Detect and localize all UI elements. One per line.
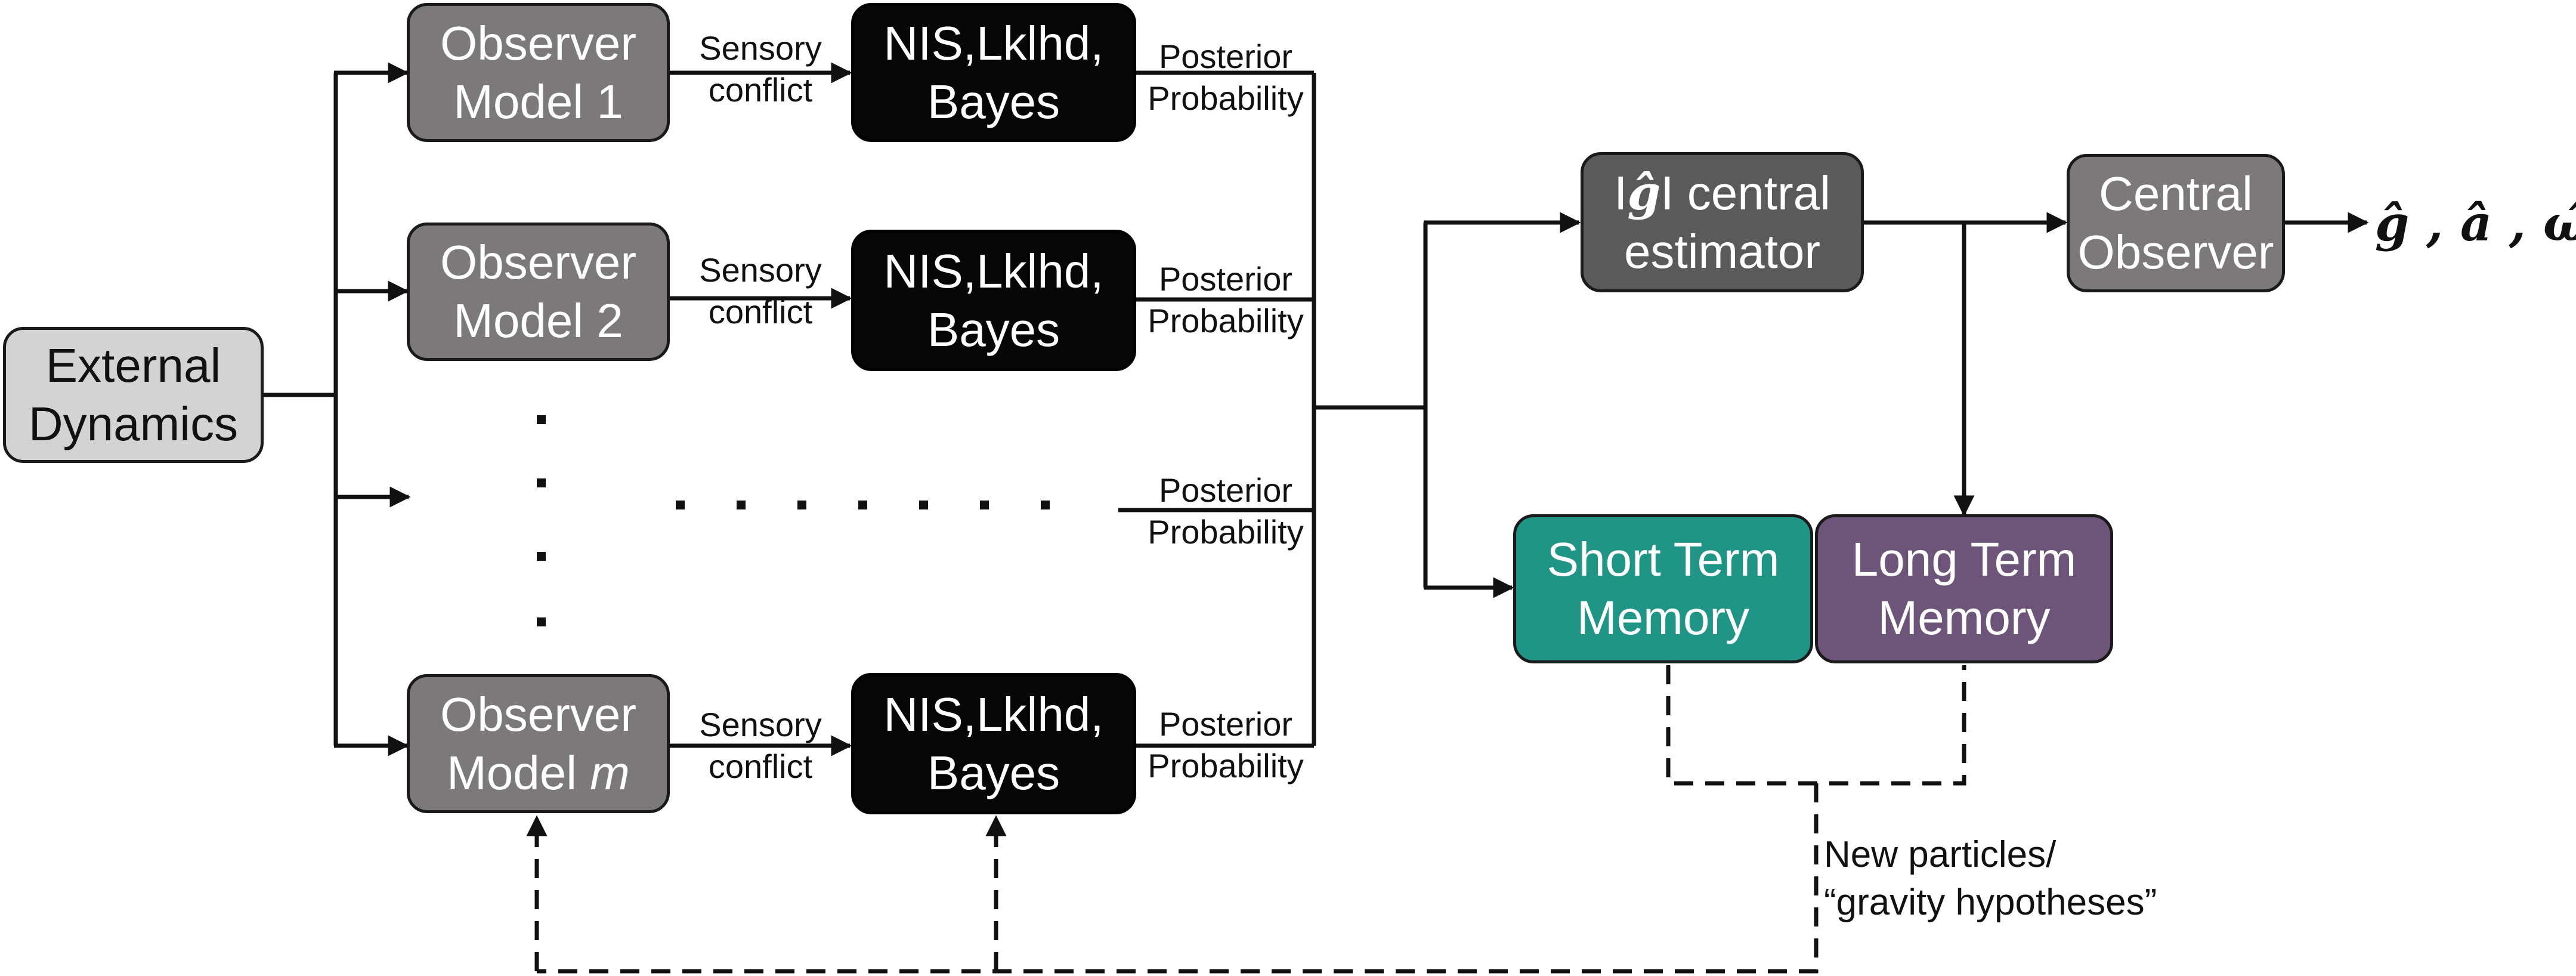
- new-particles-label: New particles/ “gravity hypotheses”: [1824, 831, 2157, 926]
- bayes-block-2: NIS,Lklhd, Bayes: [851, 230, 1136, 371]
- posterior-1-line2: Probability: [1148, 79, 1304, 117]
- observer-model-2-prefix: Model: [453, 294, 597, 347]
- external-dynamics-line1: External: [45, 339, 221, 392]
- observer-model-2-box: Observer Model 2: [407, 223, 670, 361]
- observer-model-m-prefix: Model: [447, 746, 590, 799]
- central-observer-box: Central Observer: [2067, 154, 2285, 292]
- bayes-block-1: NIS,Lklhd, Bayes: [851, 3, 1136, 142]
- bayes-block-2-line2: Bayes: [927, 302, 1060, 356]
- horizontal-ellipsis-dot: [737, 501, 746, 509]
- sensory-conflict-label-2: Sensory conflict: [680, 249, 841, 333]
- bayes-block-1-line2: Bayes: [927, 75, 1060, 128]
- g-estimator-suffix: I central: [1660, 166, 1830, 220]
- posterior-probability-label-1: Posterior Probability: [1139, 36, 1312, 119]
- observer-model-1-prefix: Model: [453, 75, 597, 128]
- central-observer-line1: Central: [2099, 167, 2253, 220]
- sensory-conflict-2-line1: Sensory: [699, 251, 822, 289]
- posterior-2-line1: Posterior: [1158, 260, 1293, 298]
- observer-model-1-line2: Model 1: [453, 73, 623, 131]
- observer-model-2-index: 2: [596, 294, 623, 347]
- long-term-memory-box: Long Term Memory: [1815, 514, 2113, 663]
- horizontal-ellipsis-dot: [858, 501, 867, 509]
- external-dynamics-box: External Dynamics: [3, 327, 264, 463]
- posterior-1-line1: Posterior: [1158, 38, 1293, 75]
- horizontal-ellipsis-dot: [980, 501, 989, 509]
- posterior-m-line2: Probability: [1148, 747, 1304, 784]
- observer-model-m-index: m: [590, 746, 630, 799]
- vertical-ellipsis-dot: [537, 552, 546, 561]
- vertical-ellipsis-dot: [537, 415, 546, 424]
- g-estimator-line2: estimator: [1624, 225, 1820, 278]
- horizontal-ellipsis-dot: [1041, 501, 1050, 509]
- sensory-conflict-1-line1: Sensory: [699, 29, 822, 67]
- posterior-probability-label-2: Posterior Probability: [1139, 258, 1312, 342]
- sensory-conflict-label-1: Sensory conflict: [680, 27, 841, 111]
- bayes-block-m-line2: Bayes: [927, 746, 1060, 799]
- sensory-conflict-m-line1: Sensory: [699, 706, 822, 743]
- memory-feedback-dashed-line: [1666, 665, 1966, 786]
- long-term-memory-line2: Memory: [1878, 591, 2051, 644]
- g-central-estimator-box: IĝI central estimator: [1581, 152, 1864, 292]
- posterior-2-line2: Probability: [1148, 302, 1304, 339]
- g-hat-symbol: ĝ: [1627, 165, 1661, 221]
- sensory-conflict-1-line2: conflict: [708, 71, 813, 109]
- posterior-probability-label-m: Posterior Probability: [1139, 703, 1312, 787]
- observer-model-m-box: Observer Model m: [407, 674, 670, 813]
- observer-model-m-line2: Model m: [447, 744, 630, 802]
- bayes-block-m: NIS,Lklhd, Bayes: [851, 673, 1136, 814]
- observer-model-2-line2: Model 2: [453, 292, 623, 350]
- observer-model-2-line1: Observer: [440, 236, 636, 289]
- vertical-ellipsis-dot: [537, 478, 546, 487]
- observer-model-1-index: 1: [596, 75, 623, 128]
- horizontal-ellipsis-dot: [797, 501, 806, 509]
- posterior-ellipsis-line2: Probability: [1148, 513, 1304, 551]
- sensory-conflict-label-m: Sensory conflict: [680, 704, 841, 787]
- g-estimator-line1: IĝI central: [1614, 163, 1830, 223]
- bayes-block-m-line1: NIS,Lklhd,: [883, 687, 1104, 741]
- g-estimator-prefix: I: [1614, 166, 1628, 220]
- long-term-memory-line1: Long Term: [1851, 533, 2077, 586]
- sensory-conflict-2-line2: conflict: [708, 293, 813, 331]
- posterior-m-line1: Posterior: [1158, 705, 1293, 743]
- posterior-probability-label-ellipsis: Posterior Probability: [1139, 470, 1312, 553]
- output-estimates: ĝ , â , ω̂: [2375, 195, 2576, 252]
- short-term-memory-line1: Short Term: [1547, 533, 1780, 586]
- vertical-ellipsis-dot: [537, 617, 546, 626]
- observer-model-m-line1: Observer: [440, 687, 636, 741]
- new-particles-line1: New particles/: [1824, 834, 2057, 875]
- sensory-conflict-m-line2: conflict: [708, 748, 813, 785]
- bayes-block-1-line1: NIS,Lklhd,: [883, 16, 1104, 70]
- short-term-memory-box: Short Term Memory: [1513, 514, 1813, 663]
- central-observer-line2: Observer: [2077, 226, 2274, 279]
- horizontal-ellipsis-dot: [676, 501, 685, 509]
- posterior-ellipsis-line1: Posterior: [1158, 471, 1293, 509]
- bayes-block-2-line1: NIS,Lklhd,: [883, 244, 1104, 298]
- external-dynamics-line2: Dynamics: [28, 397, 239, 450]
- feedback-dashed-line: [537, 783, 1819, 974]
- short-term-memory-line2: Memory: [1577, 591, 1749, 644]
- new-particles-line2: “gravity hypotheses”: [1824, 882, 2157, 923]
- horizontal-ellipsis-dot: [919, 501, 928, 509]
- observer-model-1-box: Observer Model 1: [407, 3, 670, 142]
- observer-model-1-line1: Observer: [440, 16, 636, 70]
